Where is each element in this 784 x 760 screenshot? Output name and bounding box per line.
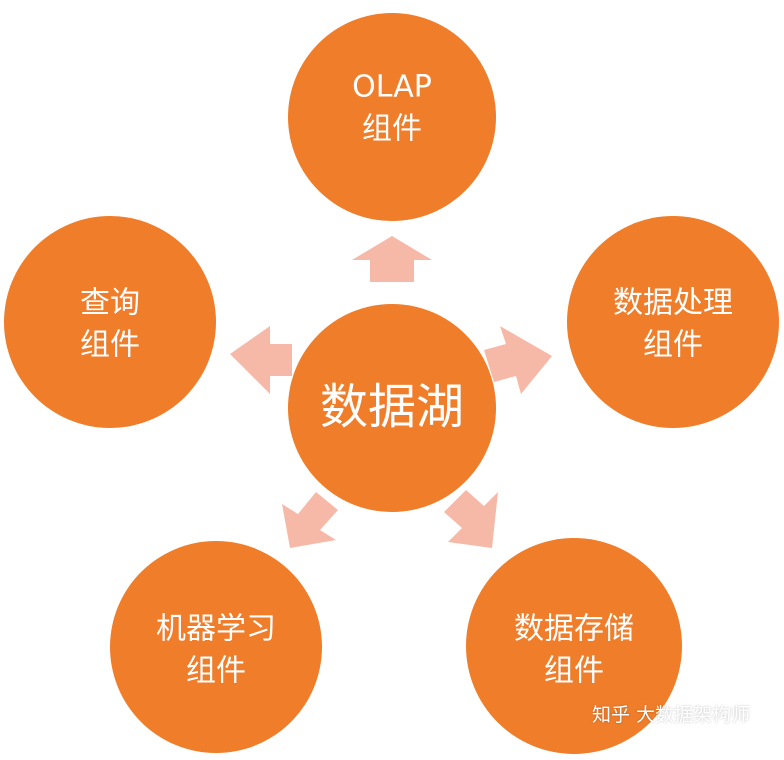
- olap-label-line1: OLAP: [352, 70, 432, 105]
- data-processing-label-line1: 数据处理: [613, 286, 733, 321]
- arrows-group: [230, 236, 552, 548]
- query-circle: [4, 216, 216, 428]
- data-processing-node: 数据处理 组件: [567, 216, 779, 428]
- zhihu-watermark: 知乎 大数据架构师: [592, 704, 751, 726]
- query-label-line1: 查询: [80, 286, 140, 321]
- olap-circle: [288, 13, 496, 221]
- olap-node: OLAP 组件: [288, 13, 496, 221]
- query-label-line2: 组件: [80, 328, 140, 363]
- arrow-to-machine-learning: [282, 492, 338, 548]
- data-lake-circle: [288, 304, 496, 512]
- arrow-to-olap: [352, 236, 432, 282]
- data-processing-label-line2: 组件: [643, 328, 703, 363]
- arrow-to-query: [230, 326, 292, 394]
- machine-learning-label-line1: 机器学习: [156, 612, 276, 647]
- machine-learning-circle: [110, 541, 322, 753]
- data-storage-label-line2: 组件: [544, 654, 604, 689]
- query-node: 查询 组件: [4, 216, 216, 428]
- machine-learning-node: 机器学习 组件: [110, 541, 322, 753]
- arrow-to-data-processing: [484, 326, 552, 394]
- arrow-to-data-storage: [444, 490, 498, 548]
- data-processing-circle: [567, 216, 779, 428]
- data-storage-circle: [466, 538, 682, 754]
- machine-learning-label-line2: 组件: [186, 654, 246, 689]
- data-storage-node: 数据存储 组件: [466, 538, 682, 754]
- data-lake-label: 数据湖: [320, 379, 464, 435]
- data-storage-label-line1: 数据存储: [514, 612, 634, 647]
- data-lake-center-node: 数据湖: [288, 304, 496, 512]
- olap-label-line2: 组件: [362, 112, 422, 147]
